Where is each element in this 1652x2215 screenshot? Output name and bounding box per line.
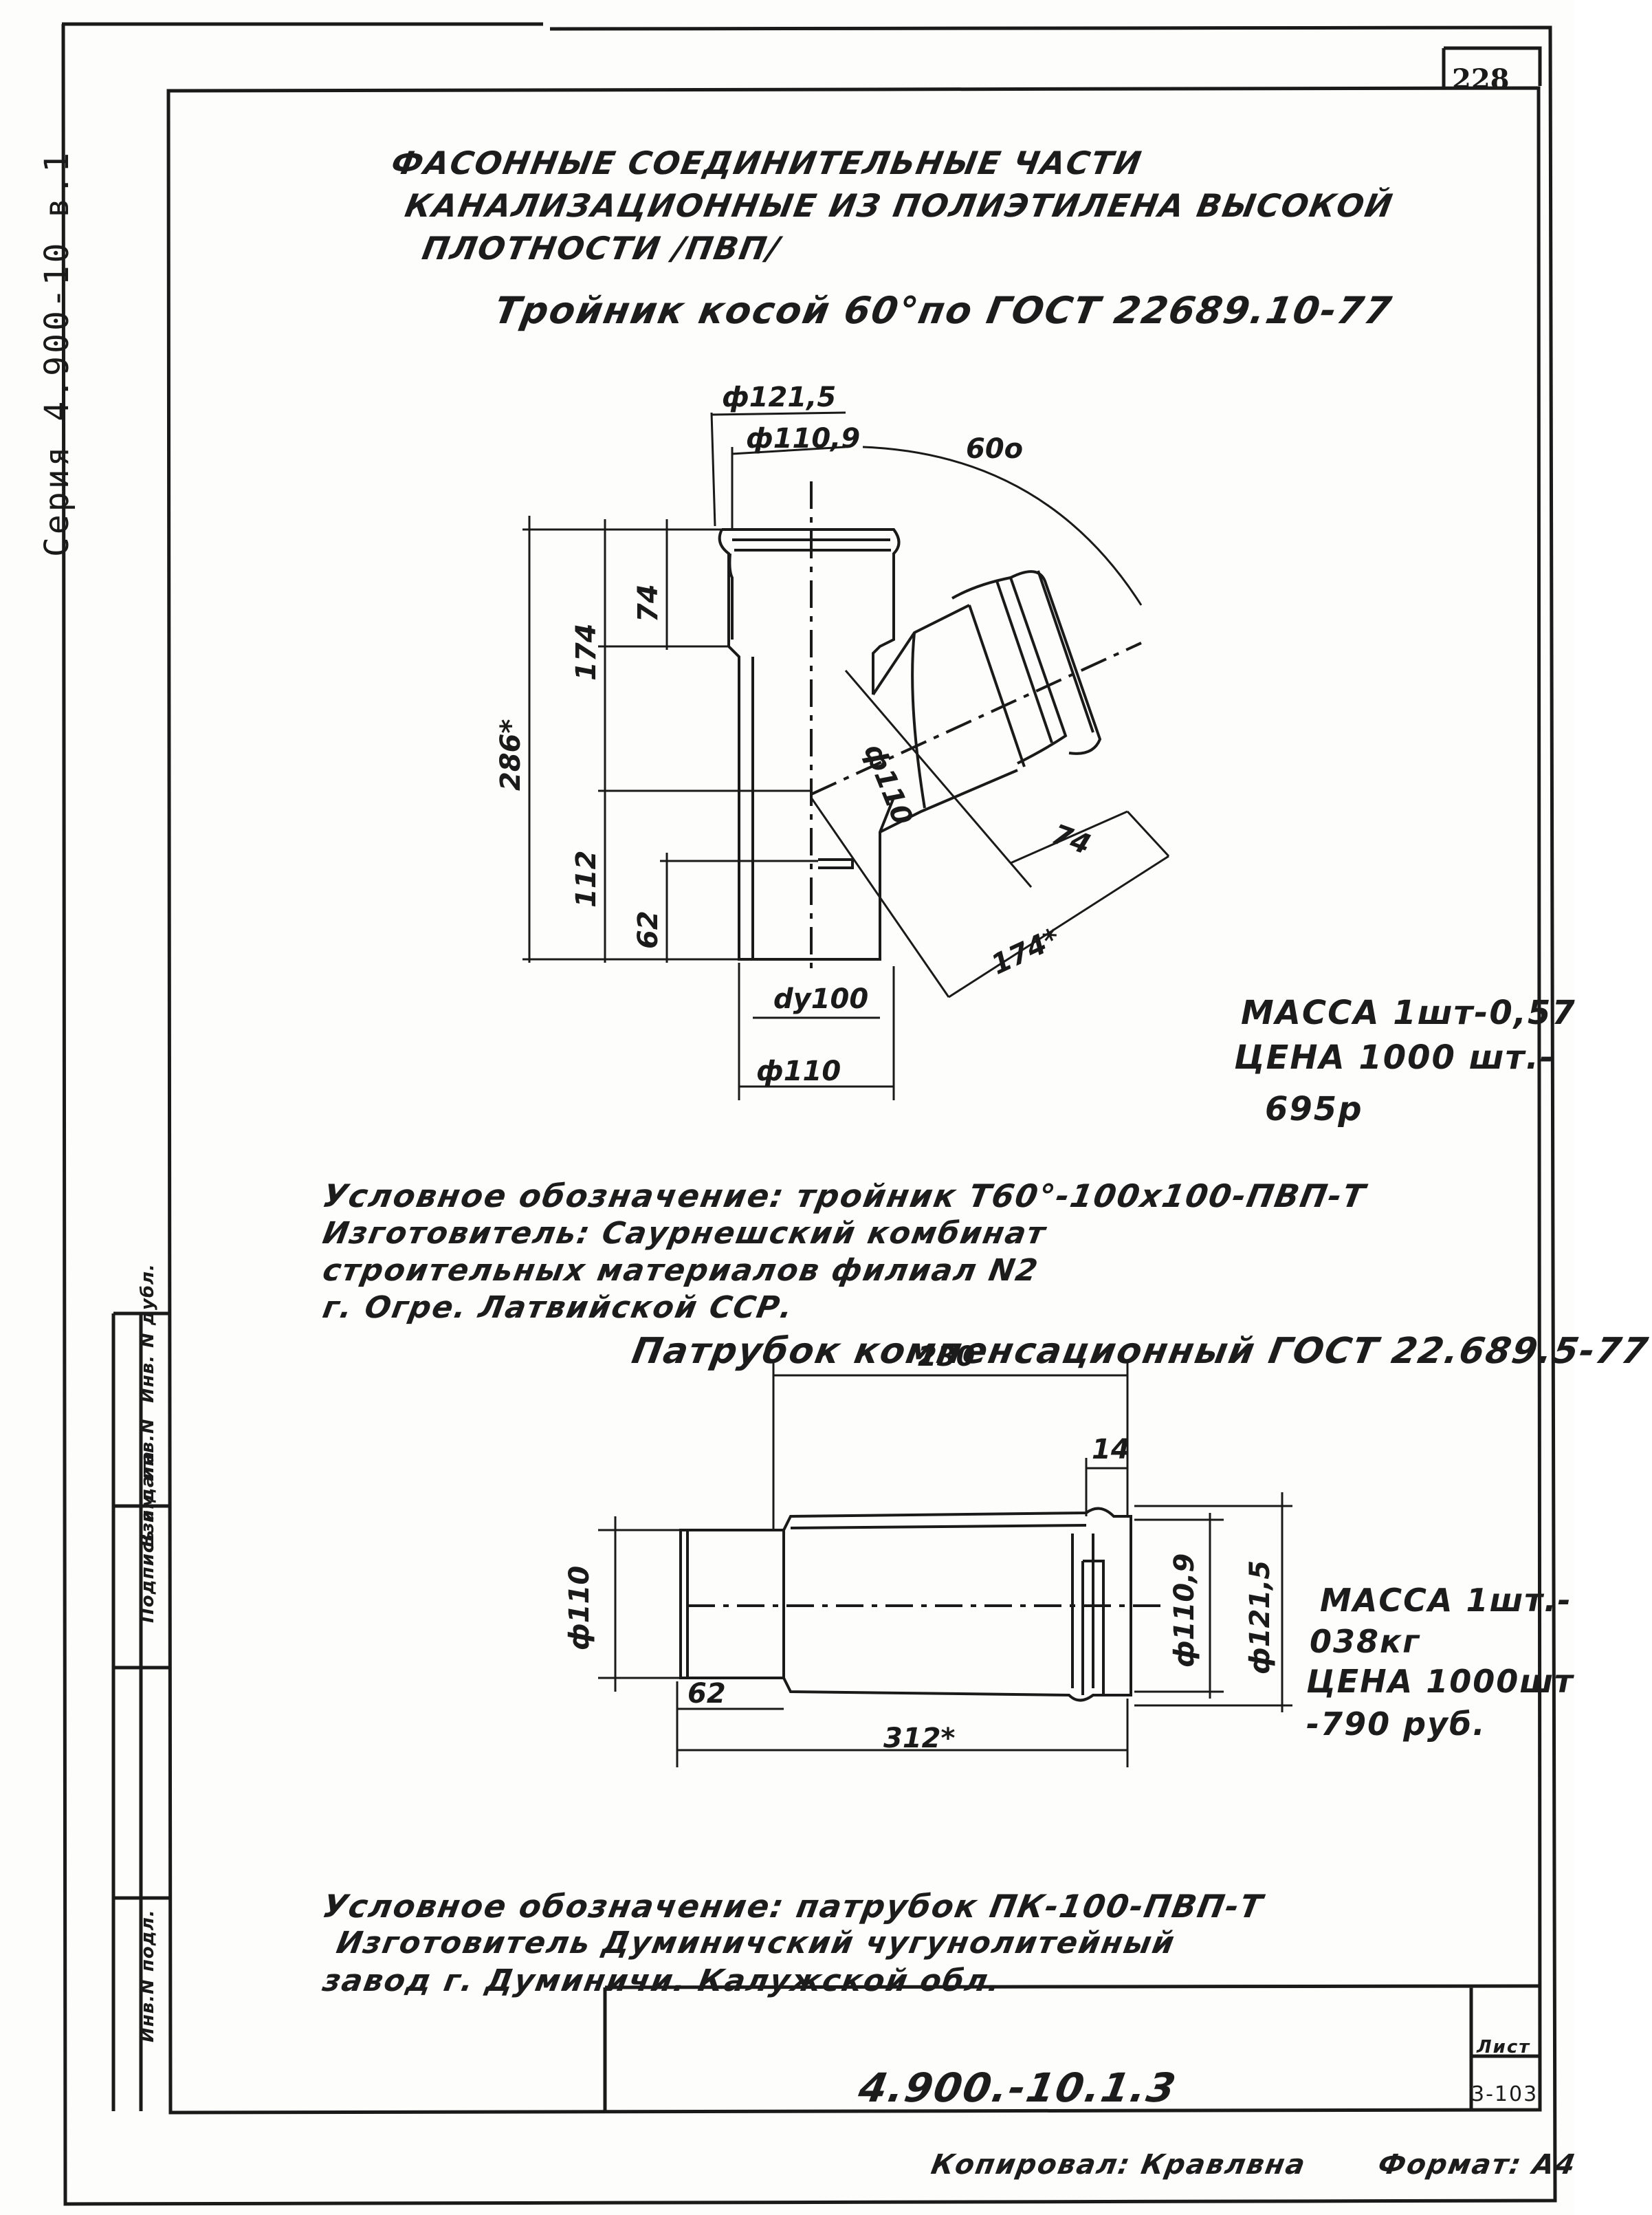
- part1-maker-line-3: г. Огре. Латвийской ССР.: [320, 1290, 797, 1325]
- part1-price-label: ЦЕНА 1000 шт.-: [1234, 1038, 1555, 1077]
- dim-outer-socket: ф121,5: [722, 382, 837, 413]
- copied-by: Копировал: Кравлвна: [928, 2149, 1309, 2181]
- part1-mass: МАССА 1шт-0,57: [1241, 994, 1576, 1032]
- part2-price-label: ЦЕНА 1000шт: [1306, 1663, 1574, 1700]
- part2-mass-label: МАССА 1шт.-: [1320, 1582, 1572, 1619]
- part2-price-value: -790 руб.: [1306, 1705, 1486, 1743]
- dim-total-length: 312*: [883, 1723, 956, 1754]
- part2-title: Патрубок компенсационный ГОСТ 22.689.5-7…: [628, 1331, 1652, 1372]
- format-label: Формат: А4: [1375, 2149, 1579, 2181]
- heading-line-2: КАНАЛИЗАЦИОННЫЕ ИЗ ПОЛИЭТИЛЕНА ВЫСОКОЙ: [402, 187, 1397, 224]
- dim-socket-diameter: ф121,5: [1244, 1560, 1276, 1674]
- drawing-frame: [61, 22, 1557, 2206]
- dim-angle: 60о: [966, 433, 1024, 465]
- dim-spigot-diameter: ф110: [756, 1056, 841, 1087]
- document-code: 4.900.-10.1.3: [855, 2064, 1181, 2111]
- dim-total-height: 286*: [495, 719, 527, 791]
- dim-lower-height: 112: [571, 850, 602, 908]
- stamp-podp-data: Подпись и дата: [137, 1450, 158, 1623]
- stamp-inv-podl: Инв.N подл.: [137, 1909, 158, 2042]
- part2-maker-line-2: завод г. Думиничи. Калужской обл.: [320, 1963, 1005, 1998]
- series-label: Серия 4.900-10 в.1: [38, 149, 76, 557]
- part2-mass-value: 038кг: [1310, 1623, 1421, 1660]
- heading-line-1: ФАСОННЫЕ СОЕДИНИТЕЛЬНЫЕ ЧАСТИ: [388, 144, 1145, 182]
- part2-designation: Условное обозначение: патрубок ПК-100-ПВ…: [320, 1888, 1266, 1925]
- dim-inner-socket: ф110,9: [746, 423, 861, 455]
- sheet-label: Лист: [1477, 2037, 1531, 2058]
- drawing-sheet: 228 Серия 4.900-10 в.1 ФАСОННЫЕ СОЕДИНИТ…: [38, 22, 1652, 2206]
- dim-socket-length: 14: [1092, 1434, 1130, 1465]
- part1-maker-line-1: Изготовитель: Саурнешский комбинат: [320, 1216, 1050, 1251]
- dim-pipe-outer-diameter: ф110: [564, 1565, 595, 1650]
- stamp-inv-dubl: Инв. N дубл.: [137, 1263, 158, 1403]
- heading-line-3: ПЛОТНОСТИ /ПВП/: [419, 230, 784, 267]
- part1-designation: Условное обозначение: тройник Т60°-100х1…: [320, 1177, 1369, 1214]
- sheet-value: 3-103: [1471, 2082, 1539, 2106]
- dim-pipe-inner-diameter: ф110,9: [1169, 1553, 1200, 1668]
- dim-socket-height: 74: [632, 584, 664, 622]
- dim-du: dу100: [773, 983, 869, 1015]
- dim-pipe-length: 230: [918, 1341, 976, 1373]
- part1-maker-line-2: строительных материалов филиал N2: [320, 1253, 1042, 1288]
- dim-upper-height: 174: [571, 623, 602, 681]
- sheet-number: 228: [1452, 63, 1510, 96]
- part1-price-value: 695р: [1265, 1090, 1363, 1128]
- part2-maker-line-1: Изготовитель Думиничский чугунолитейный: [333, 1925, 1178, 1961]
- dim-spigot-height: 62: [632, 910, 664, 949]
- dim-spigot-length: 62: [687, 1678, 726, 1710]
- part1-title: Тройник косой 60°по ГОСТ 22689.10-77: [491, 289, 1396, 332]
